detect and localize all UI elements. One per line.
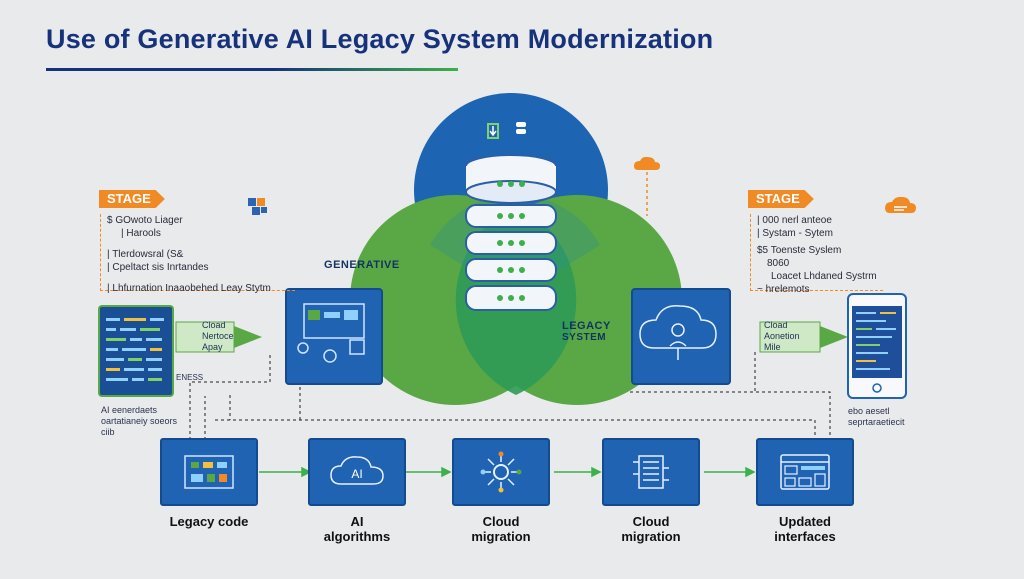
right-flow-line-3: Mile: [764, 342, 781, 352]
left-note-3: ciib: [101, 427, 115, 437]
node-ai-algorithms[interactable]: AI: [308, 438, 406, 506]
database-stack-icon: [465, 154, 557, 311]
venn-label-legacy-line1: LEGACY: [562, 320, 611, 332]
stage-left-line-3: | Tlerdowsral (S&: [107, 249, 184, 260]
venn-label-generative: GENERATIVE: [324, 259, 400, 271]
node-cloud-migration-2[interactable]: [602, 438, 700, 506]
cloud-gear-icon: [885, 196, 916, 213]
stage-right-line-2: | Systam - Sytem: [757, 228, 833, 239]
network-gear-icon: [480, 451, 522, 493]
server-list-icon: [633, 455, 669, 489]
title-underline: [46, 68, 458, 71]
venn-label-legacy-line2: SYSTEM: [562, 332, 607, 343]
cloud-ai-icon: AI: [330, 456, 384, 485]
stage-left-notes: $ GOwoto Liager | Harools | Tlerdowsral …: [100, 214, 295, 294]
node-label-legacy-code: Legacy code: [169, 514, 249, 529]
stage-right-badge: STAGE: [748, 190, 814, 208]
right-flow-line-1: Cload: [764, 320, 788, 330]
cloud-icon-top: [634, 156, 660, 170]
left-note-2: oartatianeiy soeors: [101, 416, 178, 426]
blocks-icon: [248, 198, 267, 215]
stage-right-line-1: | 000 nerl anteoe: [757, 215, 832, 226]
legacy-code-screen: [98, 305, 174, 397]
dashboard-icon: [780, 454, 830, 490]
stage-left-line-5: | Lhfurnation Inaaobehed Leay Stytm: [107, 283, 271, 294]
node-updated-interfaces[interactable]: [756, 438, 854, 506]
right-side-notes: ebo aesetl seprtaraetiecit: [848, 406, 905, 428]
cloud-ai-icon-text: AI: [351, 467, 362, 481]
stage-right-notes: | 000 nerl anteoe | Systam - Sytem $5 To…: [750, 214, 883, 295]
database-mini-icon: [516, 122, 526, 134]
venn-label-prefix: G: [324, 259, 334, 271]
node-cloud-migration-1[interactable]: [452, 438, 550, 506]
left-side-notes: AI eenerdaets oartatianeiy soeors ciib: [101, 405, 177, 438]
stage-left-badge: STAGE: [99, 190, 165, 208]
left-mid-tag: ENESS: [176, 373, 204, 382]
stage-right-line-3: $5 Toenste Syslem: [757, 245, 842, 256]
cloud-person-panel: [631, 288, 731, 385]
right-flow-label: Cload Aonetion Mile: [764, 320, 800, 353]
stage-right-line-4: 8060: [767, 258, 790, 269]
stage-left-line-2: | Harools: [121, 228, 161, 239]
right-flow-line-2: Aonetion: [764, 331, 800, 341]
venn-label-generative-text: ENERATIVE: [333, 259, 400, 271]
venn-label-legacy: LEGACY SYSTEM: [562, 320, 611, 344]
bottom-flow-arrows: [259, 466, 756, 478]
stage-right-line-6: ~ hrelemots: [757, 284, 810, 295]
left-flow-arrow: [175, 321, 262, 353]
right-note-1: ebo aesetl: [848, 406, 890, 416]
download-icon: [487, 123, 499, 139]
circuit-board-icon: [184, 455, 234, 489]
left-note-1: AI eenerdaets: [101, 405, 158, 415]
right-flow-arrow: [759, 321, 848, 353]
left-flow-label: Cload Nertoce Apay: [202, 320, 234, 353]
page-title: Use of Generative AI Legacy System Moder…: [46, 24, 714, 54]
left-flow-line-2: Nertoce: [202, 331, 234, 341]
ai-tool-panel: [285, 288, 383, 385]
node-legacy-code[interactable]: [160, 438, 258, 506]
stage-left-line-1: $ GOwoto Liager: [107, 215, 183, 226]
dashed-connectors: [189, 352, 831, 440]
stage-right-line-5: Loacet Lhdaned Systrm: [771, 271, 877, 282]
left-flow-line-1: Cload: [202, 320, 226, 330]
left-flow-line-3: Apay: [202, 342, 223, 352]
mobile-app-icon: [847, 293, 907, 399]
stage-left-line-4: | Cpeltact sis Inrtandes: [107, 262, 209, 273]
right-note-2: seprtaraetiecit: [848, 417, 905, 427]
